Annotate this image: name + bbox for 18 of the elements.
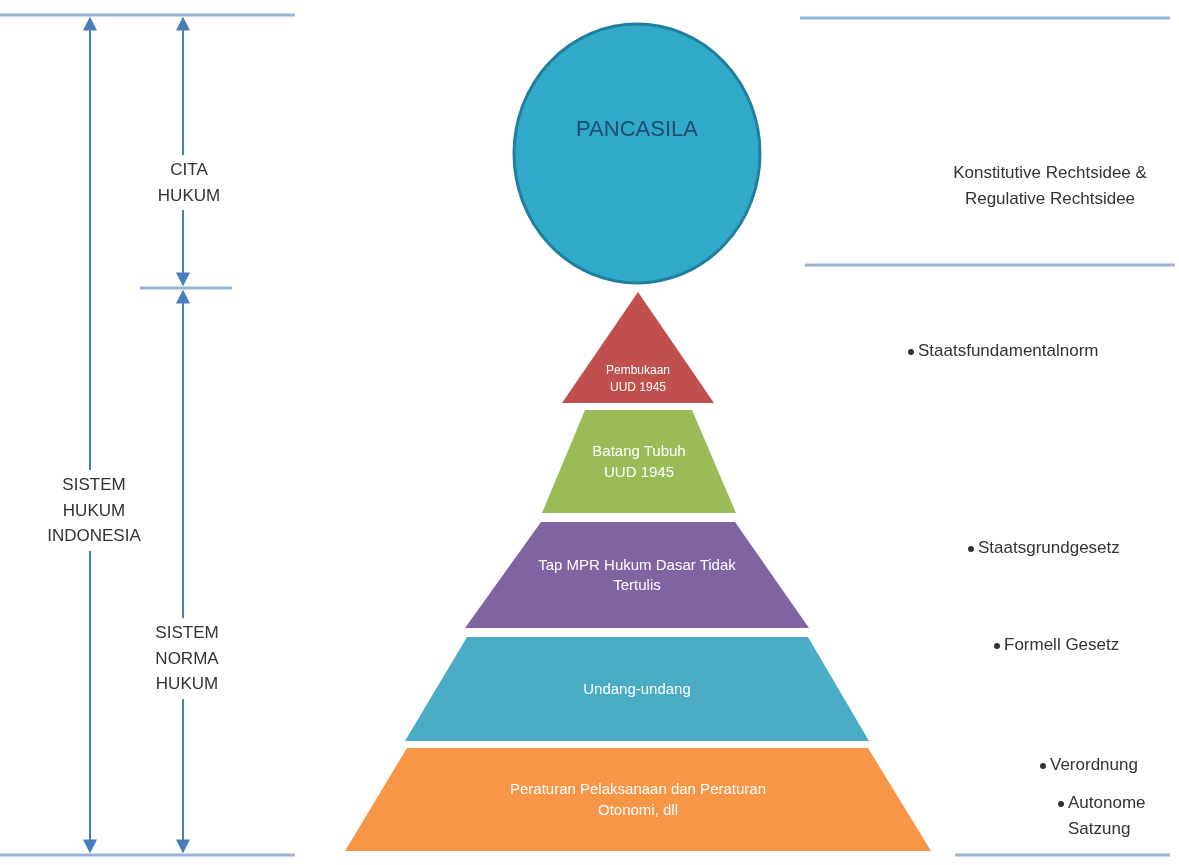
circle-node (512, 22, 762, 285)
level-label: Konstitutive Rechtsidee & Regulative Rechtsidee (952, 162, 1148, 210)
level-label: Verordnung (1050, 754, 1138, 776)
pyramid-tier (542, 410, 736, 513)
pyramid-tier (405, 637, 869, 741)
tier-label: Pembukaan UUD 1945 (604, 362, 671, 395)
level-label: Autonome Satzung (1068, 792, 1147, 840)
level-label: Formell Gesetz (1004, 634, 1120, 656)
tier-label: Batang Tubuh UUD 1945 (591, 441, 687, 482)
pyramid-tier (345, 748, 931, 851)
tier-label: Peraturan Pelaksanaan dan Peraturan Otonomi, dll (509, 779, 767, 820)
pyramid-tier (465, 522, 809, 628)
tier-label: PANCASILA (576, 114, 698, 143)
tier-label: Tap MPR Hukum Dasar Tidak Tertulis (537, 554, 737, 595)
tier-label: Undang-undang (583, 678, 691, 699)
pyramid-tier (562, 292, 714, 403)
level-label: Staatsgrundgesetz (978, 537, 1120, 559)
level-label: Staatsfundamentalnorm (918, 340, 1099, 362)
